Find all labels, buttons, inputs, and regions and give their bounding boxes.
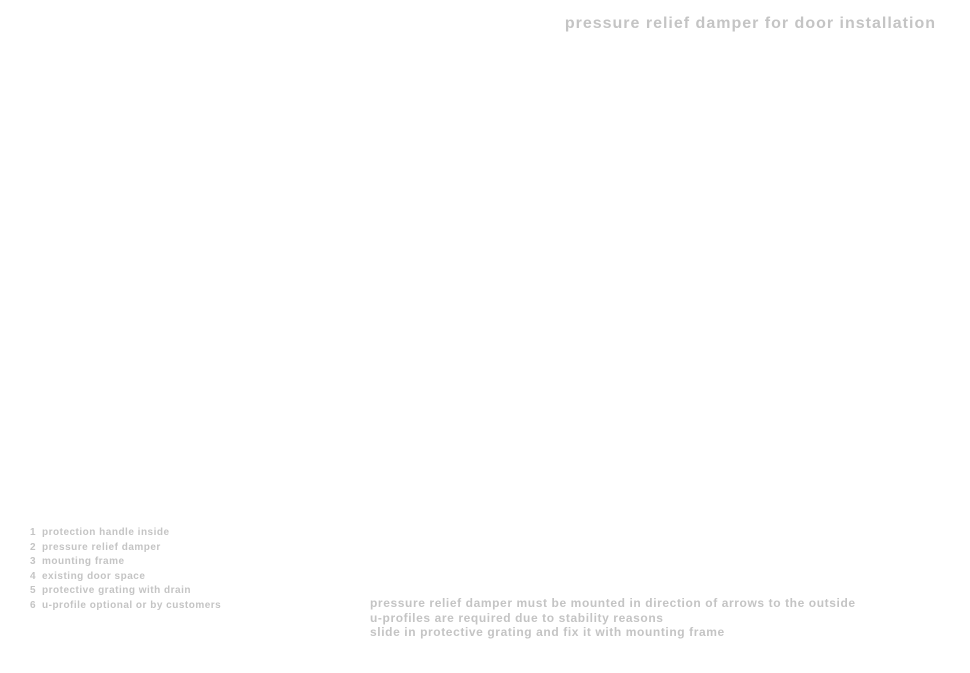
legend-item: 2 pressure relief damper	[30, 541, 221, 556]
note-line: u-profiles are required due to stability…	[370, 610, 664, 625]
legend-label: existing door space	[42, 570, 146, 582]
legend-number: 1	[30, 527, 37, 538]
legend-number: 3	[30, 556, 37, 568]
legend-item: 5 protective grating with drain	[30, 584, 221, 599]
legend-item: 6 u-profile optional or by customers	[30, 599, 221, 614]
legend-item: 1 protection handle inside	[30, 526, 221, 541]
legend-number: 6	[30, 599, 37, 611]
legend-label: protective grating with drain	[42, 585, 191, 597]
note-line: pressure relief damper must be mounted i…	[370, 596, 856, 610]
parts-legend: 1 protection handle inside 2 pressure reli…	[30, 526, 221, 614]
drawing-title: pressure relief damper for door installa…	[564, 15, 936, 32]
legend-label: u-profile optional or by customers	[42, 599, 222, 611]
legend-label: protection handle inside	[42, 527, 170, 538]
legend-label: pressure relief damper	[42, 541, 161, 553]
installation-notes: pressure relief damper must be mounted i…	[370, 596, 965, 640]
legend-item: 3 mounting frame	[30, 555, 221, 570]
note-line: slide in protective grating and fix it w…	[370, 625, 725, 639]
legend-number: 2	[30, 541, 37, 553]
legend-number: 4	[30, 570, 37, 582]
legend-item: 4 existing door space	[30, 570, 221, 585]
legend-number: 5	[30, 585, 37, 597]
legend-label: mounting frame	[42, 556, 125, 568]
